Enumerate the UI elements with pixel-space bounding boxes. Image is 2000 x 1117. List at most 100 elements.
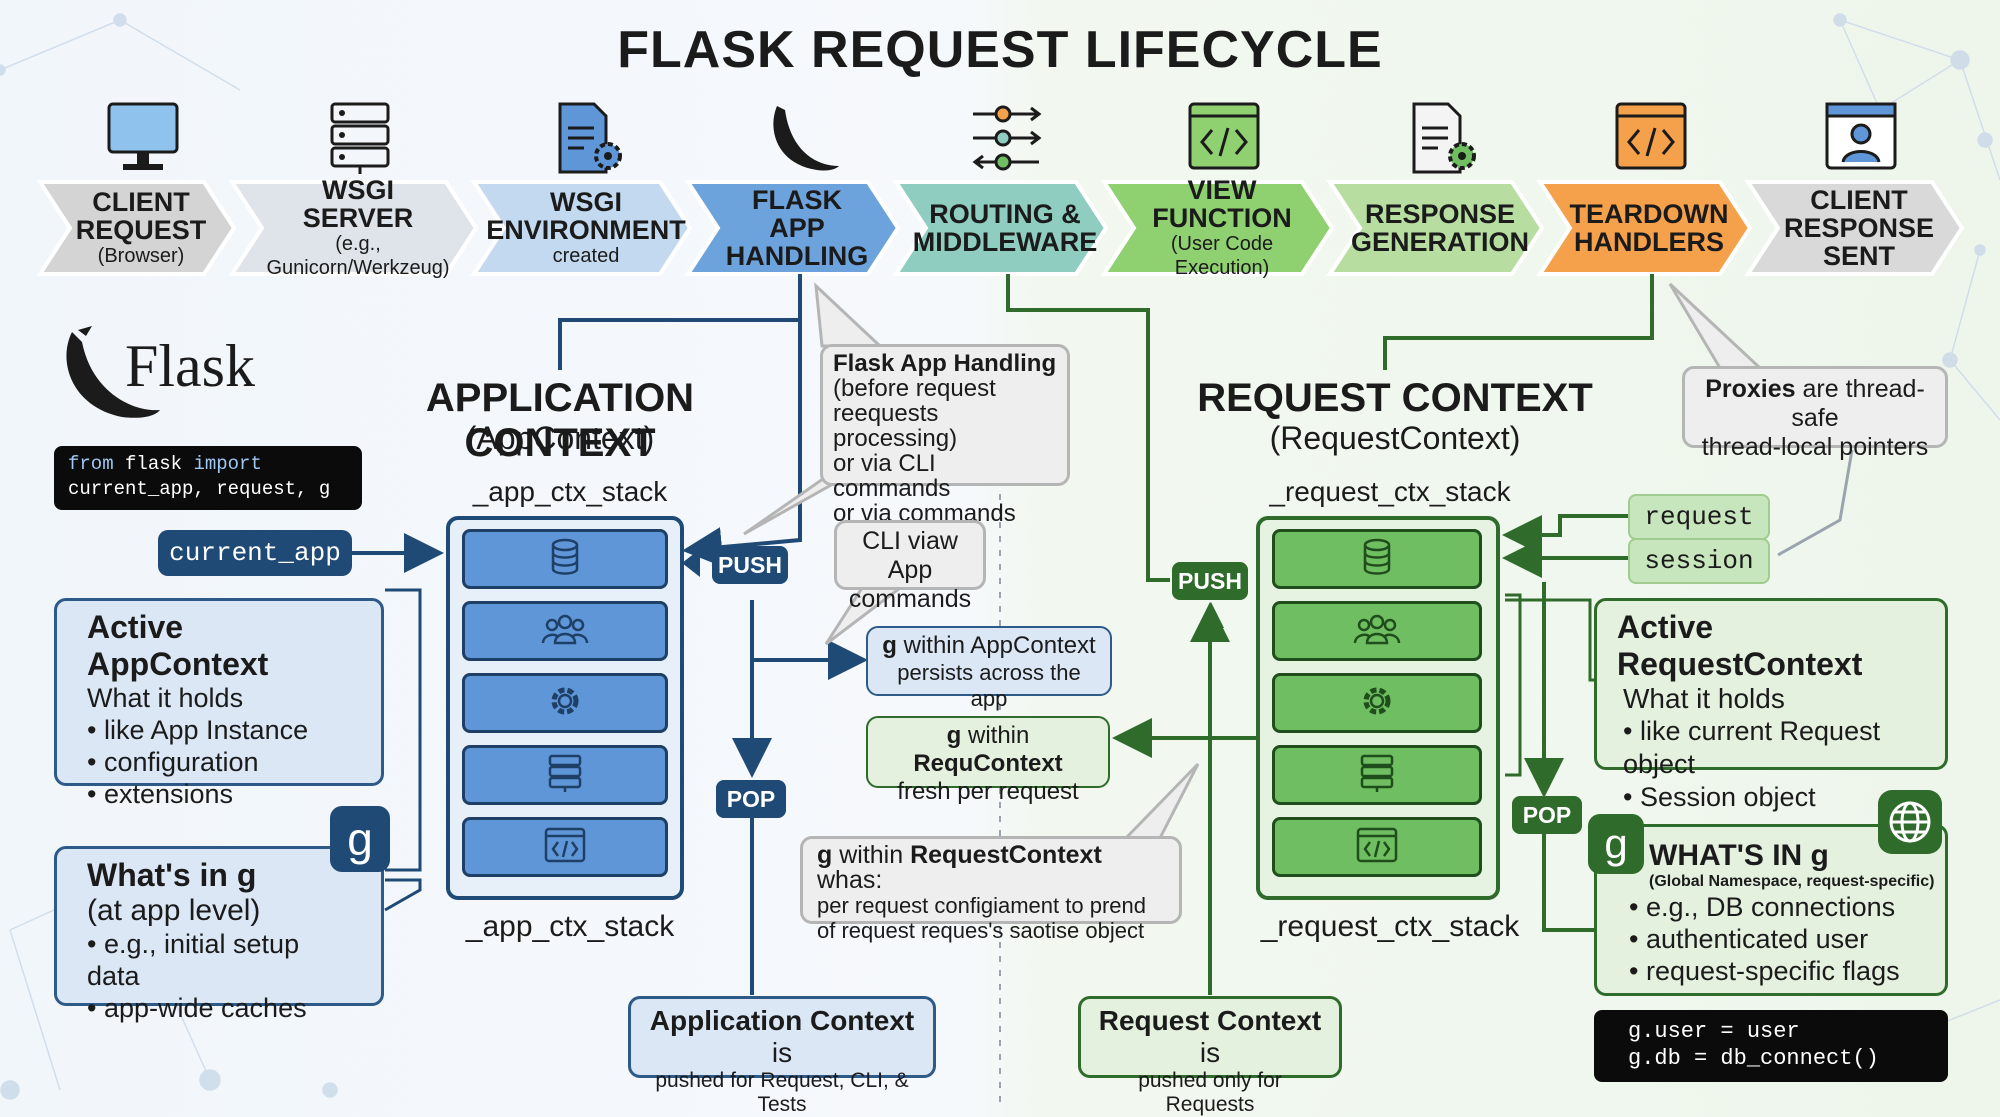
stage-title: CLIENT RESPONSE SENT	[1783, 185, 1935, 271]
list-item: authenticated user	[1629, 923, 1935, 955]
note-bold: Application Context	[649, 1005, 915, 1036]
stage-chevron	[228, 180, 479, 276]
request-g-card: WHAT'S IN g (Global Namespace, request-s…	[1594, 824, 1948, 996]
app-push-badge: PUSH	[712, 546, 788, 584]
stage-chevron	[1326, 180, 1545, 276]
stage-8: TEARDOWN HANDLERS	[1540, 182, 1750, 274]
stage-chevron	[470, 180, 693, 276]
app-context-note: Application Context is pushed for Reques…	[628, 996, 936, 1116]
g-code-block: g.user = user g.db = db_connect()	[1594, 1010, 1948, 1082]
g-requestcontext-callout: g within RequestContext whas: per reques…	[800, 836, 1182, 943]
stage-9: CLIENT RESPONSE SENT	[1748, 182, 1962, 274]
stage-chevron	[892, 180, 1109, 276]
stage-title: RESPONSE GENERATION	[1351, 199, 1530, 257]
request-stack-label-top: _request_ctx_stack	[1269, 476, 1511, 507]
list-item: configuration	[87, 746, 351, 778]
request-push-badge: PUSH	[1172, 562, 1248, 600]
active-requestcontext-sub: What it holds	[1623, 683, 1785, 714]
stage-1: CLIENT REQUEST(Browser)	[40, 182, 234, 274]
stage-title: FLASK APP HANDLING	[725, 185, 869, 271]
request-stack-frame	[1272, 817, 1482, 877]
request-stack-frame	[1272, 601, 1482, 661]
list-item: e.g., initial setup data	[87, 928, 351, 992]
stage-title: VIEW FUNCTION	[1152, 175, 1292, 233]
stage-6: VIEW FUNCTION(User Code Execution)	[1104, 176, 1332, 279]
app-stack-label-bottom: _app_ctx_stack	[465, 910, 675, 943]
request-context-title: REQUEST CONTEXT	[1197, 376, 1593, 420]
request-pop-badge: POP	[1512, 796, 1582, 834]
g-appcontext-callout: g within AppContext persists across the …	[866, 626, 1112, 711]
current-app-proxy: current_app	[158, 530, 352, 576]
app-stack-frame	[462, 673, 668, 733]
stage-subtitle: created	[552, 245, 620, 267]
callout-line: commands	[848, 585, 972, 613]
callout-line: fresh per request	[897, 778, 1079, 805]
app-context-subtitle: (AppContext)	[465, 420, 655, 456]
stage-chevron	[1744, 180, 1965, 276]
request-g-list: e.g., DB connections authenticated user …	[1629, 891, 1935, 987]
flask-logo-icon	[66, 326, 160, 418]
push-up-arrow-icon	[1198, 602, 1224, 628]
request-stack-label-bottom: _request_ctx_stack	[1260, 910, 1520, 943]
app-g-sub: (at app level)	[87, 894, 261, 927]
callout-rest: within	[961, 722, 1030, 749]
request-g-sub: (Global Namespace, request-specific)	[1649, 873, 1935, 890]
active-appcontext-sub: What it holds	[87, 683, 244, 713]
stage-7: RESPONSE GENERATION	[1330, 182, 1542, 274]
code-line: g.db = db_connect()	[1628, 1046, 1879, 1071]
app-g-card: What's in g (at app level) e.g., initial…	[54, 846, 384, 1023]
stage-subtitle: (e.g., Gunicorn/Werkzeug)	[266, 233, 450, 279]
list-item: like App Instance	[87, 714, 351, 746]
gear-icon	[545, 681, 585, 726]
callout-bold: g	[817, 841, 833, 869]
app-g-badge: g	[330, 806, 390, 872]
request-context-note: Request Context is pushed only for Reque…	[1078, 996, 1342, 1116]
request-g-badge: g	[1588, 814, 1644, 874]
callout-rest: within AppContext	[896, 632, 1096, 659]
users-icon	[541, 611, 589, 652]
stage-chevron	[1536, 180, 1753, 276]
code-line: g.user = user	[1628, 1019, 1800, 1044]
server-rack-icon	[545, 753, 585, 798]
code-window-orange-icon	[1611, 100, 1691, 176]
note-rest: is	[771, 1037, 793, 1068]
code-keyword: from	[68, 453, 114, 475]
code-window-icon	[1184, 100, 1264, 176]
app-context-title: APPLICATION CONTEXT	[425, 376, 695, 465]
callout-bold: Proxies	[1705, 375, 1796, 403]
database-icon	[1360, 538, 1394, 581]
request-stack-frame	[1272, 529, 1482, 589]
stage-chevron	[1100, 180, 1335, 276]
list-item: like current Request object	[1623, 715, 1925, 781]
page-title: FLASK REQUEST LIFECYCLE	[617, 21, 1383, 79]
list-item: request-specific flags	[1629, 955, 1935, 987]
app-stack-frame	[462, 601, 668, 661]
stage-chevron	[36, 180, 237, 276]
list-item: app-wide caches	[87, 992, 351, 1024]
note-bold: Request Context	[1098, 1005, 1322, 1036]
push-arrow-icon	[682, 549, 700, 577]
stage-subtitle: (User Code Execution)	[1170, 233, 1274, 279]
stage-chevrons	[36, 180, 1965, 276]
app-g-title: What's in g	[87, 857, 257, 893]
callout-bold: RequContext	[913, 750, 1063, 777]
callout-line: reequests processing)	[833, 400, 958, 452]
document-gear-green-icon	[1402, 100, 1482, 176]
callout-line: persists across the app	[897, 660, 1081, 711]
callout-line: CLI viaw App	[862, 527, 958, 584]
stage-2: WSGI SERVER(e.g., Gunicorn/Werkzeug)	[232, 176, 476, 279]
app-stack-frame	[462, 817, 668, 877]
routing-icon	[967, 100, 1047, 176]
g-requcontext-callout: g within RequContext fresh per request	[866, 716, 1110, 805]
request-proxy: request	[1628, 494, 1770, 540]
app-g-list: e.g., initial setup data app-wide caches	[87, 928, 351, 1024]
list-item: Session object	[1623, 781, 1925, 814]
stage-5: ROUTING & MIDDLEWARE	[896, 182, 1106, 274]
users-icon	[1353, 611, 1401, 652]
user-window-icon	[1821, 100, 1901, 176]
server-icon	[320, 100, 400, 176]
flask-app-handling-callout: Flask App Handling (before request reequ…	[820, 344, 1070, 526]
app-stack-label-top: _app_ctx_stack	[472, 476, 668, 507]
app-stack-frame	[462, 745, 668, 805]
